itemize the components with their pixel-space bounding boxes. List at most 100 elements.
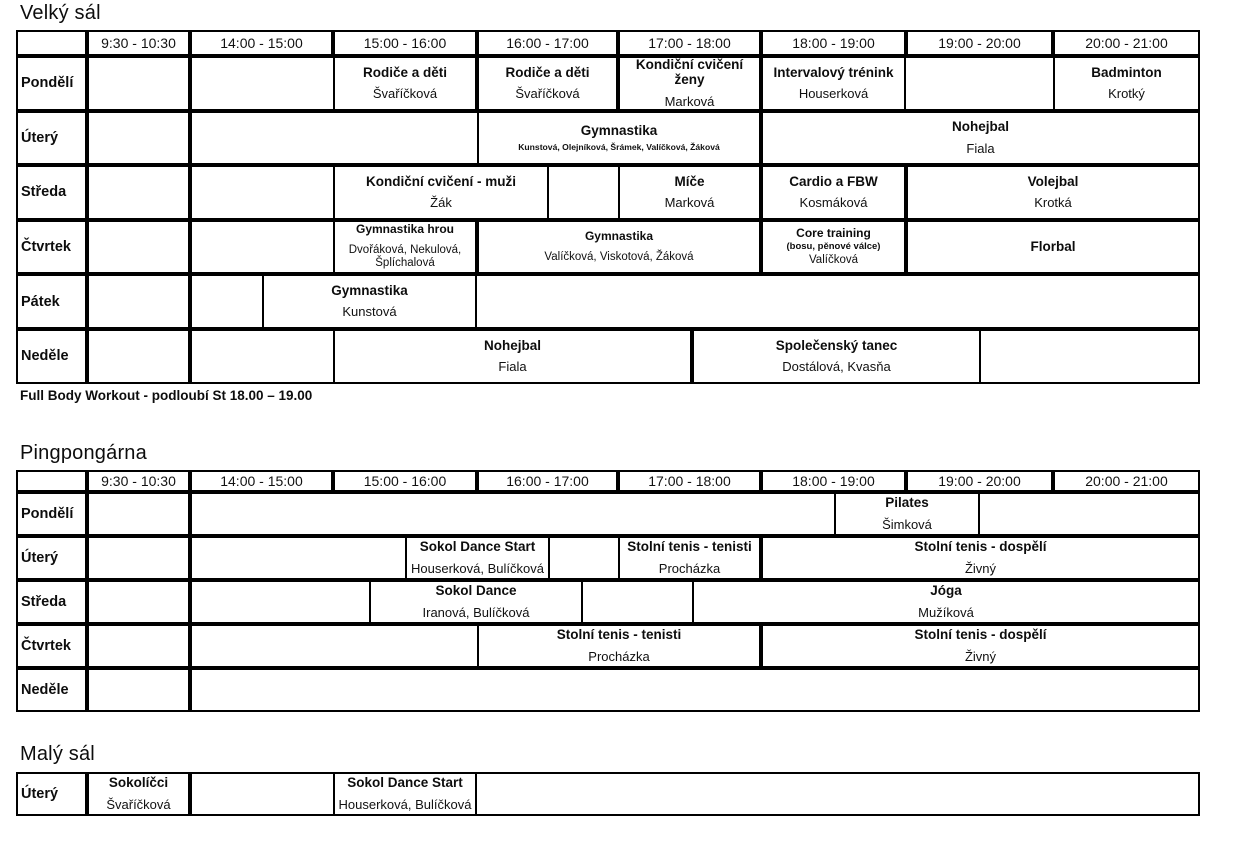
activity-title: Rodiče a děti <box>505 64 590 80</box>
schedule-cell-empty[interactable] <box>87 274 190 329</box>
schedule-cell-empty[interactable] <box>87 624 190 668</box>
activity-title: Sokol Dance <box>435 583 517 599</box>
activity-title: Badminton <box>1091 64 1162 80</box>
activity-instructor: Dostálová, Kvasňa <box>782 359 891 375</box>
section-title-maly-sal: Malý sál <box>20 743 95 765</box>
row-header-day: Středa <box>16 580 87 624</box>
column-header-time-slot: 19:00 - 20:00 <box>906 30 1053 56</box>
schedule-cell-empty[interactable] <box>87 536 190 580</box>
row-header-day: Neděle <box>16 329 87 384</box>
activity-instructor: Živný <box>964 560 997 576</box>
schedule-cell-empty[interactable] <box>87 165 190 220</box>
activity-title: Rodiče a děti <box>362 64 448 80</box>
activity-instructor: Žák <box>430 195 452 211</box>
activity-title: Nohejbal <box>951 119 1009 135</box>
activity-title: Volejbal <box>1027 173 1079 189</box>
column-header-time-slot: 18:00 - 19:00 <box>761 470 906 492</box>
column-header-time-slot: 9:30 - 10:30 <box>87 470 190 492</box>
column-header-time-slot: 20:00 - 21:00 <box>1053 30 1200 56</box>
schedule-cell-empty[interactable] <box>87 492 190 536</box>
schedule-note: Full Body Workout - podloubí St 18.00 – … <box>20 388 313 403</box>
activity-title: Sokolíčci <box>108 775 169 791</box>
activity-title: Stolní tenis - dospělí <box>914 627 1047 643</box>
table-divider <box>188 30 192 384</box>
schedule-row-area[interactable] <box>190 668 1200 712</box>
column-header-time-slot: 9:30 - 10:30 <box>87 30 190 56</box>
section-title-pingpongarna: Pingpongárna <box>20 442 147 464</box>
table-divider <box>85 772 89 816</box>
row-header-day: Čtvrtek <box>16 624 87 668</box>
row-header-day: Pondělí <box>16 56 87 111</box>
activity-instructor: Houserková <box>798 86 869 102</box>
activity-title: Core training <box>796 226 871 241</box>
activity-title: Jóga <box>930 583 962 599</box>
activity-title: Kondiční cvičení - muži <box>365 173 517 189</box>
column-header-time-slot: 20:00 - 21:00 <box>1053 470 1200 492</box>
column-header-time-slot: 18:00 - 19:00 <box>761 30 906 56</box>
activity-title: Míče <box>674 173 705 189</box>
activity-instructor: Valíčková, Viskotová, Žáková <box>544 250 694 263</box>
activity-title: Pilates <box>885 495 929 511</box>
activity-instructor: Marková <box>664 195 715 211</box>
activity-title: Gymnastika <box>584 229 654 244</box>
activity-title: Kondiční cvičení ženy <box>635 56 744 88</box>
activity-instructor: Švaříčková <box>515 86 580 102</box>
schedule-activity-block[interactable]: Florbal <box>906 219 1200 275</box>
activity-instructor: Kunstová <box>342 304 397 320</box>
activity-title: Společenský tanec <box>775 337 898 353</box>
activity-instructor: Procházka <box>658 560 721 576</box>
activity-instructor: Houserková, Bulíčková <box>338 796 472 812</box>
schedule-cell-empty[interactable] <box>87 668 190 712</box>
schedule-cell-empty[interactable] <box>87 56 190 111</box>
table-divider <box>85 30 89 384</box>
activity-instructor: Valíčková <box>808 253 858 266</box>
activity-instructor: Živný <box>964 648 997 664</box>
schedule-cell-empty[interactable] <box>87 219 190 275</box>
activity-instructor: Procházka <box>588 648 650 664</box>
schedule-cell-empty[interactable] <box>87 110 190 166</box>
row-header-day: Pondělí <box>16 492 87 536</box>
schedule-cell-empty[interactable] <box>87 329 190 384</box>
activity-title: Florbal <box>1030 239 1076 255</box>
activity-title: Nohejbal <box>483 337 541 353</box>
schedule-activity-block[interactable]: Core training(bosu, pěnové válce)Valíčko… <box>761 219 906 275</box>
column-header-time-slot: 17:00 - 18:00 <box>618 470 761 492</box>
row-header-day: Středa <box>16 165 87 220</box>
activity-instructor: Kosmáková <box>799 195 868 211</box>
section-title-velky-sal: Velký sál <box>20 2 101 24</box>
schedule-cell-empty[interactable] <box>87 580 190 624</box>
schedule-row-area[interactable] <box>190 492 1200 536</box>
row-header-day: Úterý <box>16 772 87 816</box>
column-header-time-slot: 15:00 - 16:00 <box>333 30 477 56</box>
table-divider <box>188 772 192 816</box>
activity-instructor: Krotký <box>1108 86 1145 102</box>
activity-title: Stolní tenis - dospělí <box>914 539 1047 555</box>
activity-instructor: Švaříčková <box>372 86 438 102</box>
